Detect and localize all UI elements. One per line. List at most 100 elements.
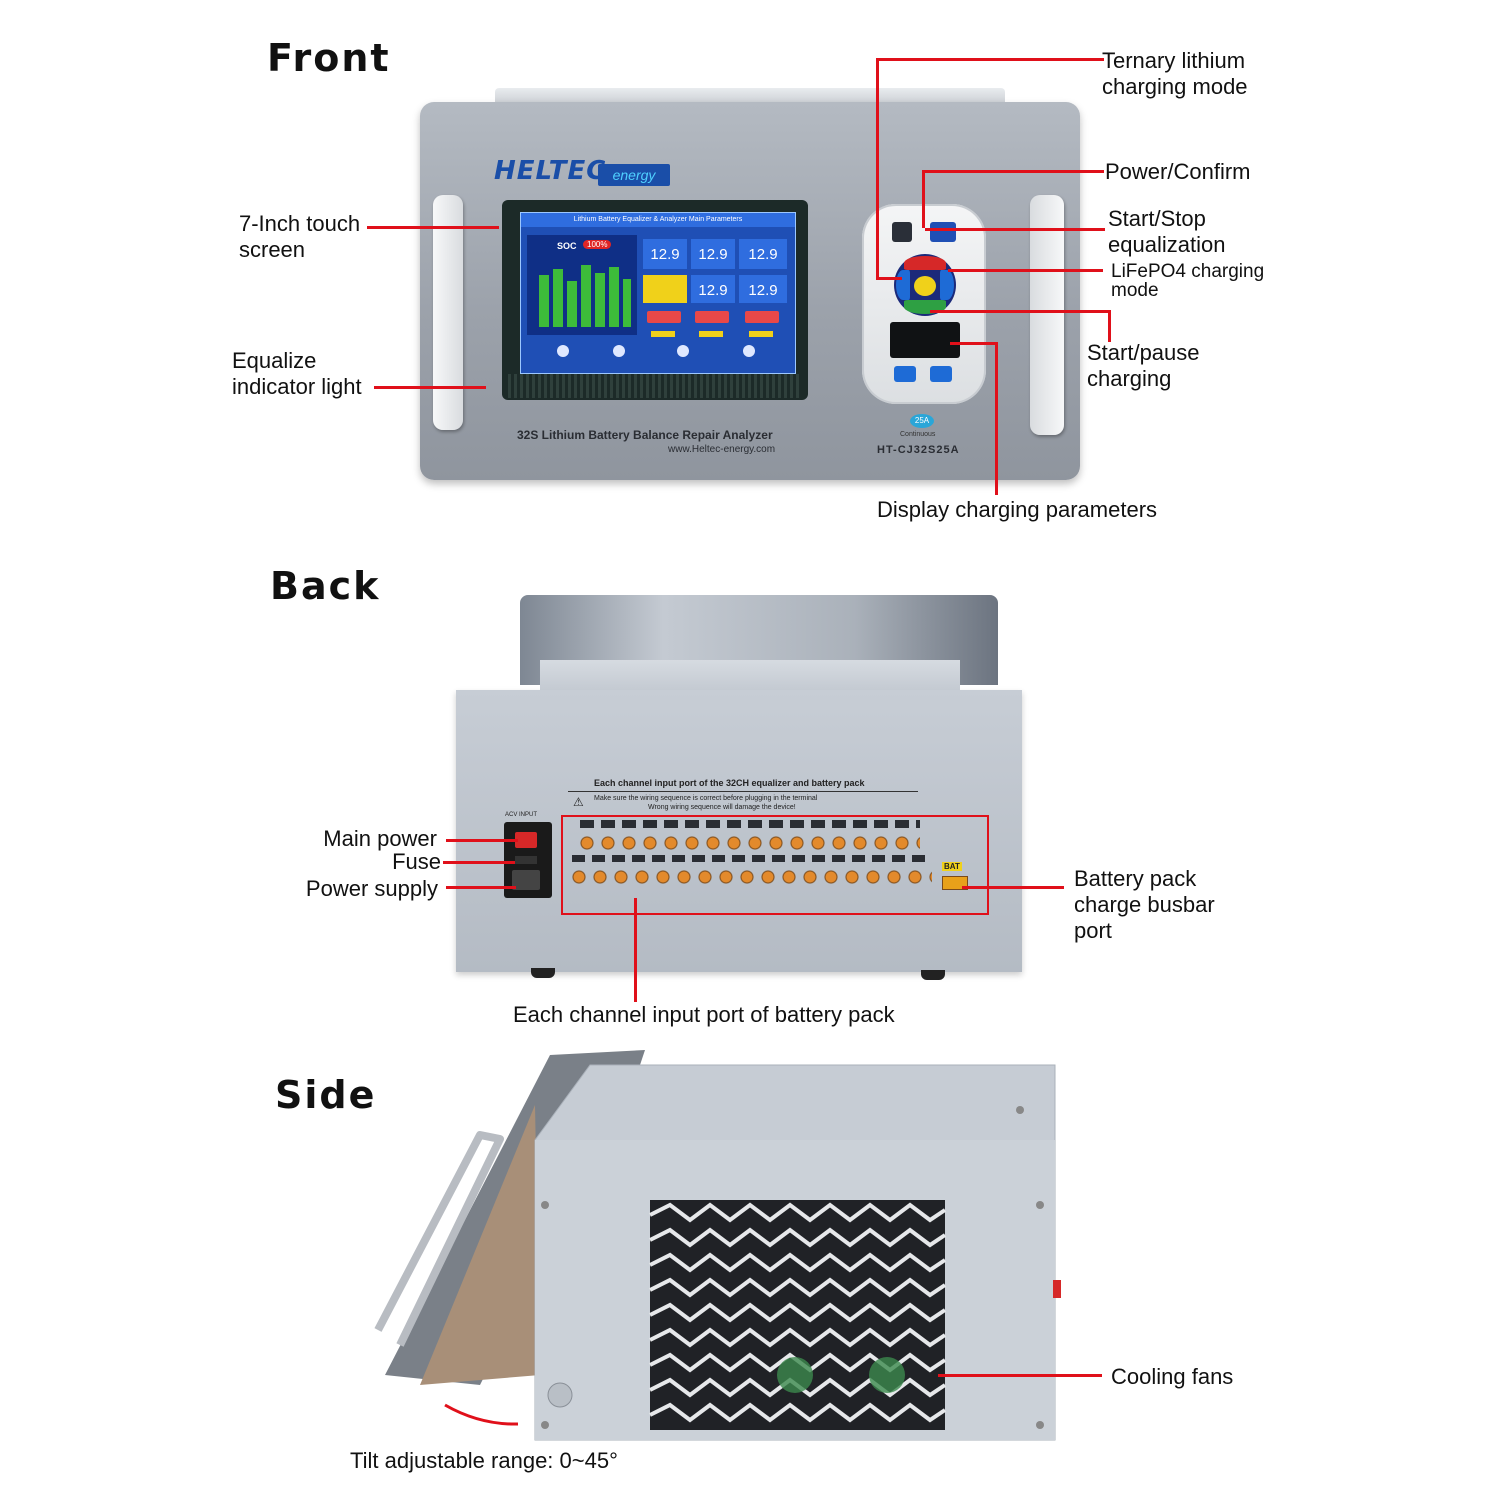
side-screw	[541, 1421, 549, 1429]
screen-balance-button[interactable]	[745, 311, 779, 323]
callout-line	[876, 58, 1104, 61]
screen-discharge-button[interactable]	[695, 311, 729, 323]
screen-status-chip	[699, 331, 723, 337]
callout-display-parameters: Display charging parameters	[877, 497, 1158, 522]
readout-cell-diff: 12.9	[739, 275, 787, 303]
callout-touch-screen: 7-Inch touch screen	[239, 211, 361, 262]
continuous-label: Continuous	[900, 431, 936, 438]
cell-bar	[567, 281, 577, 327]
callout-line	[925, 228, 1105, 231]
screen-status-chip	[749, 331, 773, 337]
back-foot	[921, 970, 945, 980]
callout-line	[995, 342, 998, 495]
callout-channel-port: Each channel input port of battery pack	[513, 1002, 895, 1027]
front-section-title: Front	[267, 36, 391, 80]
callout-line	[876, 277, 902, 280]
up-arrow-button[interactable]	[894, 366, 916, 382]
ternary-mode-button[interactable]	[904, 256, 946, 270]
heltec-logo-sub: energy	[598, 164, 670, 186]
channel-port-row-bottom	[572, 870, 932, 884]
callout-line	[446, 886, 516, 889]
bat-label: BAT	[942, 862, 962, 871]
side-handle	[374, 1131, 504, 1347]
soc-badge: 100%	[583, 240, 612, 249]
channel-label-row	[572, 855, 932, 862]
touch-screen-display: Lithium Battery Equalizer & Analyzer Mai…	[520, 212, 796, 374]
side-switch	[1053, 1280, 1061, 1298]
lifepo4-mode-button[interactable]	[940, 270, 954, 300]
side-screw	[541, 1201, 549, 1209]
callout-line	[922, 170, 925, 228]
callout-start-pause-charging: Start/pause charging	[1087, 340, 1200, 391]
screen-vent-strip	[508, 374, 802, 398]
back-warning-1: Make sure the wiring sequence is correct…	[594, 795, 818, 802]
readout-total-voltage: 12.9	[643, 239, 687, 269]
channel-label-row	[580, 820, 920, 828]
back-top-edge	[540, 660, 960, 690]
back-title-rule	[568, 791, 918, 792]
callout-equalize-light: Equalize indicator light	[232, 348, 362, 399]
cell-bar	[553, 269, 563, 327]
callout-line	[443, 861, 515, 864]
screen-nav-icon[interactable]	[557, 345, 569, 357]
callout-line	[446, 839, 518, 842]
product-website: www.Heltec-energy.com	[668, 444, 776, 455]
start-stop-equalization-button[interactable]	[914, 276, 936, 296]
callout-line	[930, 310, 1110, 313]
current-badge: 25A	[910, 414, 934, 428]
soc-label: SOC	[557, 241, 577, 251]
channel-port-row-top	[580, 836, 920, 850]
callout-ternary-lithium: Ternary lithium charging mode	[1102, 48, 1248, 99]
main-power-switch[interactable]	[515, 832, 537, 848]
screen-nav-icon[interactable]	[677, 345, 689, 357]
cell-bar	[609, 267, 619, 327]
side-screw	[1016, 1106, 1024, 1114]
callout-line	[950, 342, 998, 345]
side-device-drawing	[374, 1050, 1061, 1441]
readout-low-voltage: 12.9	[739, 239, 787, 269]
callout-start-stop-equalization: Start/Stop equalization	[1108, 206, 1226, 257]
product-name: 32S Lithium Battery Balance Repair Analy…	[517, 428, 773, 442]
warning-icon: ⚠	[573, 795, 584, 809]
cell-bar	[595, 273, 605, 327]
front-left-handle	[433, 195, 463, 430]
channel-port-frame	[561, 815, 989, 915]
screen-charge-button[interactable]	[647, 311, 681, 323]
cooling-fan-hub	[869, 1357, 905, 1393]
screen-nav-icon[interactable]	[613, 345, 625, 357]
callout-line	[634, 898, 637, 1002]
front-right-handle	[1030, 195, 1064, 435]
callout-power-supply: Power supply	[305, 876, 438, 901]
model-number: HT-CJ32S25A	[877, 444, 960, 456]
callout-line	[367, 226, 499, 229]
cell-bar	[539, 275, 549, 327]
side-screw	[1036, 1201, 1044, 1209]
callout-line	[962, 886, 1064, 889]
mute-icon[interactable]	[892, 222, 912, 242]
screen-header: Lithium Battery Equalizer & Analyzer Mai…	[521, 213, 795, 227]
back-panel-title: Each channel input port of the 32CH equa…	[594, 778, 865, 788]
power-confirm-button[interactable]	[930, 222, 956, 242]
acv-input-label: ACV INPUT	[505, 812, 538, 818]
callout-line	[922, 170, 1104, 173]
tilt-arc	[444, 1403, 519, 1426]
callout-line	[876, 58, 879, 280]
back-foot	[531, 968, 555, 978]
callout-lifepo4-mode: LiFePO4 charging mode	[1111, 261, 1265, 301]
callout-line	[938, 1374, 1102, 1377]
power-supply-socket[interactable]	[512, 870, 540, 890]
callout-line	[374, 386, 486, 389]
cell-bar	[623, 279, 631, 327]
readout-current: 12.9	[691, 275, 735, 303]
left-arrow-button[interactable]	[896, 270, 910, 300]
down-arrow-button[interactable]	[930, 366, 952, 382]
busbar-port[interactable]	[942, 876, 968, 890]
callout-line	[1108, 310, 1111, 342]
side-knob	[547, 1382, 573, 1408]
side-tilt-bracket	[420, 1105, 540, 1385]
screen-nav-icon[interactable]	[743, 345, 755, 357]
callout-busbar-port: Battery pack charge busbar port	[1074, 866, 1215, 943]
charging-parameter-display	[890, 322, 960, 358]
side-section-title: Side	[275, 1073, 377, 1117]
readout-high-voltage: 12.9	[691, 239, 735, 269]
